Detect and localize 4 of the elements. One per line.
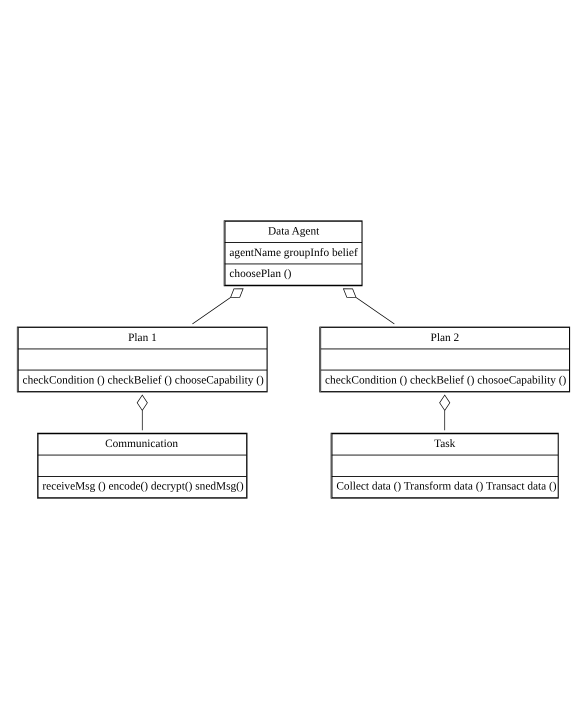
connector: [439, 394, 450, 431]
connector: [342, 288, 395, 324]
connector: [192, 288, 244, 324]
connector: [136, 394, 148, 431]
